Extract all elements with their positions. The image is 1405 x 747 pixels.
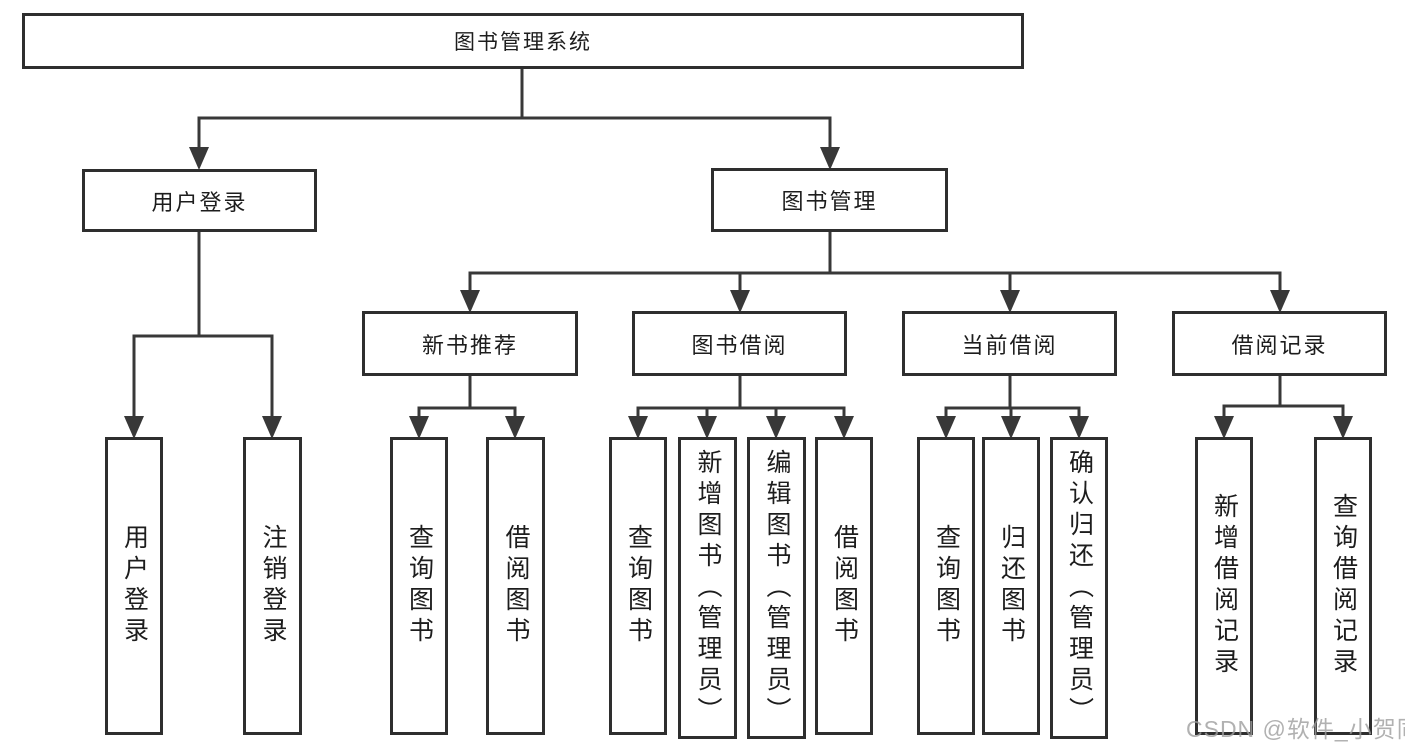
arrow-down-icon bbox=[1000, 290, 1020, 313]
leaf-query-books-borrowing-label: 查询图书 bbox=[624, 524, 653, 648]
arrow-down-icon bbox=[1214, 416, 1234, 439]
leaf-query-books-borrowing: 查询图书 bbox=[609, 437, 667, 735]
arrow-down-icon bbox=[1069, 416, 1089, 439]
node-user-login-module-label: 用户登录 bbox=[151, 189, 248, 215]
arrow-down-icon bbox=[460, 290, 480, 313]
node-borrowing-records-label: 借阅记录 bbox=[1231, 332, 1328, 358]
leaf-borrow-books-recommend: 借阅图书 bbox=[486, 437, 545, 735]
leaf-add-books-admin: 新增图书（管理员） bbox=[678, 437, 737, 739]
leaf-query-books-current-label: 查询图书 bbox=[932, 524, 961, 648]
arrow-down-icon bbox=[697, 416, 717, 439]
node-borrowing-records: 借阅记录 bbox=[1172, 311, 1387, 376]
edges-borrowing-records bbox=[1214, 373, 1353, 439]
leaf-confirm-return-admin: 确认归还（管理员） bbox=[1050, 437, 1108, 739]
arrow-down-icon bbox=[505, 416, 525, 439]
arrow-down-icon bbox=[124, 416, 144, 439]
leaf-query-books-current: 查询图书 bbox=[917, 437, 975, 735]
leaf-logout: 注销登录 bbox=[243, 437, 302, 735]
arrow-down-icon bbox=[766, 416, 786, 439]
arrow-down-icon bbox=[1270, 290, 1290, 313]
edges-current-borrowing bbox=[936, 374, 1089, 439]
node-book-borrowing: 图书借阅 bbox=[632, 311, 847, 376]
leaf-query-books-recommend-label: 查询图书 bbox=[405, 524, 434, 648]
node-new-book-recommendation-label: 新书推荐 bbox=[421, 332, 518, 358]
leaf-query-borrow-record-label: 查询借阅记录 bbox=[1329, 493, 1358, 679]
leaf-user-login-label: 用户登录 bbox=[120, 524, 149, 648]
edges-book-borrowing bbox=[628, 374, 854, 439]
leaf-logout-label: 注销登录 bbox=[259, 524, 287, 648]
arrow-down-icon bbox=[409, 416, 429, 439]
node-user-login-module: 用户登录 bbox=[82, 169, 317, 232]
arrow-down-icon bbox=[730, 290, 750, 313]
node-book-borrowing-label: 图书借阅 bbox=[691, 332, 788, 358]
leaf-add-books-admin-label: 新增图书（管理员） bbox=[694, 448, 722, 728]
leaf-edit-books-admin-label: 编辑图书（管理员） bbox=[763, 448, 791, 728]
edges-user-login-module bbox=[124, 230, 282, 439]
edges-root bbox=[189, 67, 840, 170]
leaf-return-books: 归还图书 bbox=[982, 437, 1040, 735]
node-current-borrowing: 当前借阅 bbox=[902, 311, 1117, 376]
leaf-confirm-return-admin-label: 确认归还（管理员） bbox=[1065, 448, 1094, 728]
leaf-return-books-label: 归还图书 bbox=[997, 524, 1026, 648]
arrow-down-icon bbox=[820, 147, 840, 170]
leaf-borrow-books-borrowing: 借阅图书 bbox=[815, 437, 873, 735]
leaf-add-borrow-record: 新增借阅记录 bbox=[1195, 437, 1253, 735]
arrow-down-icon bbox=[834, 416, 854, 439]
arrow-down-icon bbox=[1333, 416, 1353, 439]
leaf-user-login: 用户登录 bbox=[105, 437, 163, 735]
edges-book-management-module bbox=[460, 230, 1290, 313]
node-book-management-module-label: 图书管理 bbox=[781, 189, 878, 214]
edges-new-book-recommendation bbox=[409, 374, 525, 439]
arrow-down-icon bbox=[936, 416, 956, 439]
node-root-label: 图书管理系统 bbox=[454, 31, 592, 54]
leaf-query-borrow-record: 查询借阅记录 bbox=[1314, 437, 1372, 735]
arrow-down-icon bbox=[628, 416, 648, 439]
node-root: 图书管理系统 bbox=[22, 13, 1024, 69]
node-new-book-recommendation: 新书推荐 bbox=[362, 311, 578, 376]
leaf-borrow-books-recommend-label: 借阅图书 bbox=[502, 524, 530, 648]
leaf-add-borrow-record-label: 新增借阅记录 bbox=[1210, 493, 1239, 679]
arrow-down-icon bbox=[1001, 416, 1021, 439]
leaf-borrow-books-borrowing-label: 借阅图书 bbox=[830, 524, 859, 648]
csdn-watermark: CSDN @软件_小贺同学 bbox=[1186, 716, 1405, 742]
arrow-down-icon bbox=[189, 147, 209, 170]
arrow-down-icon bbox=[262, 416, 282, 439]
leaf-edit-books-admin: 编辑图书（管理员） bbox=[747, 437, 806, 739]
node-current-borrowing-label: 当前借阅 bbox=[961, 332, 1058, 358]
node-book-management-module: 图书管理 bbox=[711, 168, 948, 232]
leaf-query-books-recommend: 查询图书 bbox=[390, 437, 448, 735]
